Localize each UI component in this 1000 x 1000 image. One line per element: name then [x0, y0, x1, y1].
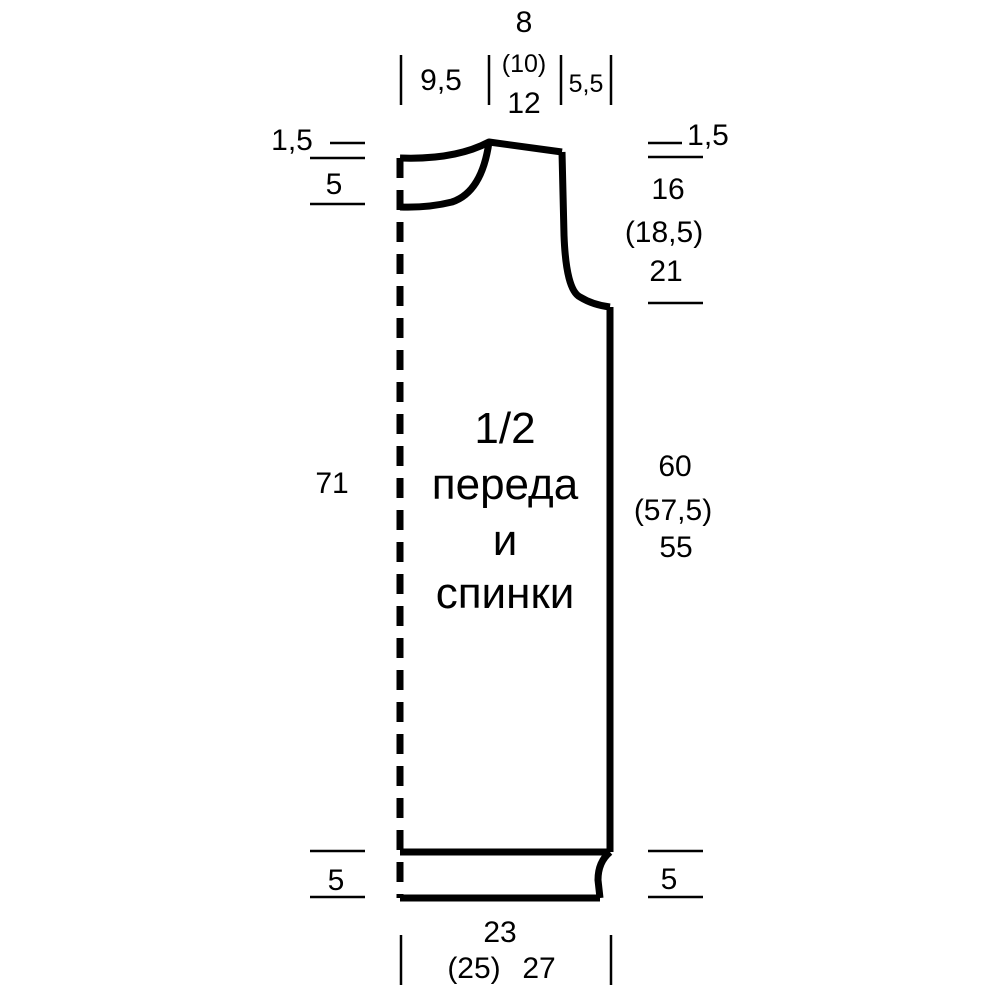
armhole-curve [558, 151, 611, 311]
garment-piece [396, 138, 614, 902]
right-side-label-3: 55 [659, 531, 692, 564]
bottom-width-label-2: (25) [447, 952, 500, 985]
front-neck-curve [399, 141, 493, 211]
left-hem-height-label: 5 [328, 864, 345, 897]
hem-band-side [594, 849, 613, 899]
right-shoulder-slope-label: 1,5 [687, 119, 729, 152]
right-side-label-1: 60 [658, 450, 691, 483]
dimension-lines [310, 55, 703, 985]
right-hem-height-label: 5 [661, 863, 678, 896]
bottom-width-label-3: 27 [522, 952, 555, 985]
right-armhole-label-1: 16 [651, 173, 684, 206]
back-neck-curve [399, 138, 563, 162]
right-armhole-label-3: 21 [649, 255, 682, 288]
right-side-label-2: (57,5) [634, 494, 712, 527]
left-shoulder-slope-label: 1,5 [271, 124, 313, 157]
bottom-width-label-1: 23 [483, 916, 516, 949]
left-total-length-label: 71 [315, 467, 348, 500]
top-shoulder-label-3: 12 [507, 87, 540, 120]
top-shoulder-label-2: (10) [502, 50, 546, 78]
top-shoulder-label-1: 8 [516, 6, 533, 39]
top-side-width-label: 5,5 [569, 70, 604, 98]
top-neck-width-label: 9,5 [420, 64, 462, 97]
piece-name-line-4: спинки [436, 569, 575, 618]
piece-name-line-3: и [493, 516, 518, 565]
piece-name: 1/2 переда и спинки [432, 404, 579, 618]
right-armhole-label-2: (18,5) [625, 216, 703, 249]
piece-name-line-2: переда [432, 460, 579, 509]
left-neck-depth-label: 5 [326, 168, 343, 201]
piece-name-line-1: 1/2 [474, 404, 535, 453]
